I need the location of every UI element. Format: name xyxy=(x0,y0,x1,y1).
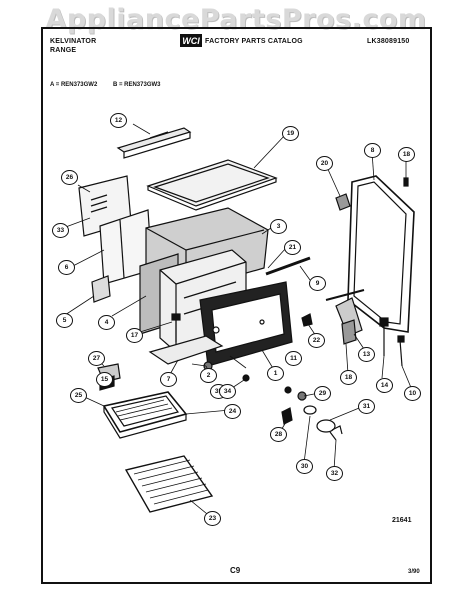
callout-18: 18 xyxy=(398,147,415,162)
bottom-plate xyxy=(148,335,224,365)
wci-logo-icon: WCI xyxy=(180,34,202,47)
callout-27: 27 xyxy=(88,351,105,366)
watermark: AppliancePartsPros.com xyxy=(45,4,427,35)
callout-26: 26 xyxy=(61,170,78,185)
screw-17 xyxy=(171,313,181,342)
callout-32: 32 xyxy=(326,466,343,481)
switch-18 xyxy=(341,319,357,345)
callout-8: 8 xyxy=(364,143,381,158)
clip-20 xyxy=(335,193,351,211)
callout-13: 13 xyxy=(358,347,375,362)
screw-22 xyxy=(301,313,313,327)
brand-name: KELVINATOR xyxy=(50,38,97,45)
broiler-pan xyxy=(102,391,188,439)
callout-9: 9 xyxy=(309,276,326,291)
callout-20: 20 xyxy=(316,156,333,171)
top-panel xyxy=(146,159,278,211)
callout-10: 10 xyxy=(404,386,421,401)
callout-14: 14 xyxy=(376,378,393,393)
callout-3: 3 xyxy=(270,219,287,234)
oven-rack xyxy=(124,455,214,513)
page-code: C9 xyxy=(230,566,241,575)
callout-23: 23 xyxy=(204,511,221,526)
callout-4: 4 xyxy=(98,315,115,330)
rod xyxy=(265,256,311,276)
callout-7: 7 xyxy=(160,372,177,387)
callout-2: 2 xyxy=(200,368,217,383)
catalog-number: LK38089150 xyxy=(367,38,410,45)
page-frame xyxy=(41,27,432,584)
top-trim-bar xyxy=(116,127,192,159)
callout-22: 22 xyxy=(308,333,325,348)
callout-29: 29 xyxy=(314,386,331,401)
drawing-code: 21641 xyxy=(392,517,412,524)
callout-17: 17 xyxy=(126,328,143,343)
screw-18 xyxy=(403,177,409,187)
model-legend: A = REN373GW2 B = REN373GW3 xyxy=(50,82,175,88)
rear-panel xyxy=(347,175,415,333)
callout-30: 30 xyxy=(296,459,313,474)
product-type: RANGE xyxy=(50,47,77,54)
callout-25: 25 xyxy=(70,388,87,403)
callout-12: 12 xyxy=(110,113,127,128)
part-10 xyxy=(397,335,405,367)
oven-front-frame xyxy=(199,281,293,367)
svg-text:WCI: WCI xyxy=(182,36,200,46)
model-a: A = REN373GW2 xyxy=(50,82,98,88)
callout-1: 1 xyxy=(267,366,284,381)
callout-34: 34 xyxy=(219,384,236,399)
callout-24: 24 xyxy=(224,404,241,419)
callout-19: 19 xyxy=(282,126,299,141)
callout-18b: 18 xyxy=(340,370,357,385)
small-bracket xyxy=(91,275,111,303)
callout-33: 33 xyxy=(52,223,69,238)
callout-6: 6 xyxy=(58,260,75,275)
callout-28: 28 xyxy=(270,427,287,442)
valve-parts xyxy=(281,386,343,441)
rear-bracket xyxy=(99,209,153,285)
part-14 xyxy=(379,317,389,356)
model-b: B = REN373GW3 xyxy=(112,82,161,88)
callout-31: 31 xyxy=(358,399,375,414)
revision-date: 3/90 xyxy=(408,569,420,575)
callout-15: 15 xyxy=(96,372,113,387)
catalog-title: FACTORY PARTS CATALOG xyxy=(205,38,303,45)
callout-5: 5 xyxy=(56,313,73,328)
callout-11: 11 xyxy=(285,351,302,366)
callout-21: 21 xyxy=(284,240,301,255)
